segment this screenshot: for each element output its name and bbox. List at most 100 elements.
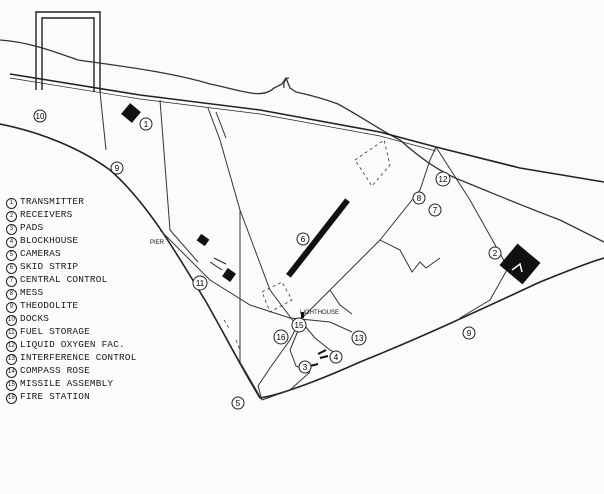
legend-label: MISSILE ASSEMBLY bbox=[20, 378, 114, 389]
pad-marks bbox=[309, 349, 329, 367]
legend-number: 9 bbox=[6, 302, 17, 313]
lighthouse-marker bbox=[301, 312, 304, 318]
legend-number: 16 bbox=[6, 393, 17, 404]
legend-label: COMPASS ROSE bbox=[20, 365, 90, 376]
legend-number: 12 bbox=[6, 341, 17, 352]
legend-label: TRANSMITTER bbox=[20, 196, 85, 207]
svg-text:9: 9 bbox=[467, 329, 472, 338]
legend-label: CENTRAL CONTROL bbox=[20, 274, 108, 285]
svg-text:3: 3 bbox=[303, 363, 308, 372]
svg-text:7: 7 bbox=[433, 206, 438, 215]
marker-2: 2 bbox=[488, 246, 502, 260]
legend-label: LIQUID OXYGEN FAC. bbox=[20, 339, 125, 350]
marker-3: 3 bbox=[298, 360, 312, 374]
marker-5: 5 bbox=[231, 396, 245, 410]
svg-text:6: 6 bbox=[301, 235, 306, 244]
svg-text:13: 13 bbox=[355, 334, 364, 343]
svg-text:4: 4 bbox=[334, 353, 339, 362]
marker-1: 1 bbox=[139, 117, 153, 131]
marker-10: 10 bbox=[33, 109, 47, 123]
transmitter-building bbox=[121, 103, 141, 123]
svg-text:11: 11 bbox=[196, 279, 205, 288]
fuel-storage-building bbox=[222, 268, 236, 282]
map-markers: 1 2 3 4 5 6 7 8 9 9 10 11 12 13 15 16 bbox=[33, 109, 502, 410]
marker-13: 13 bbox=[351, 330, 367, 346]
svg-text:8: 8 bbox=[417, 194, 422, 203]
legend-number: 10 bbox=[6, 315, 17, 326]
marker-9a: 9 bbox=[110, 161, 124, 175]
svg-text:10: 10 bbox=[36, 112, 45, 121]
dashed-outlines bbox=[223, 139, 391, 351]
legend-label: BLOCKHOUSE bbox=[20, 235, 79, 246]
svg-text:15: 15 bbox=[295, 321, 304, 330]
marker-8: 8 bbox=[412, 191, 426, 205]
marker-6: 6 bbox=[296, 232, 310, 246]
legend-number: 1 bbox=[6, 198, 17, 209]
marker-15: 15 bbox=[291, 317, 307, 333]
legend-number: 14 bbox=[6, 367, 17, 378]
svg-text:16: 16 bbox=[277, 333, 286, 342]
lighthouse-label: LIGHTHOUSE bbox=[300, 310, 339, 316]
road-loop bbox=[35, 11, 101, 92]
legend-number: 2 bbox=[6, 211, 17, 222]
legend-number: 11 bbox=[6, 328, 17, 339]
legend-label: THEODOLITE bbox=[20, 300, 79, 311]
marker-16: 16 bbox=[273, 329, 289, 345]
legend-label: FIRE STATION bbox=[20, 391, 90, 402]
southern-coastline bbox=[0, 123, 604, 399]
road-network bbox=[99, 91, 509, 401]
legend-label: DOCKS bbox=[20, 313, 50, 324]
pier-lines bbox=[209, 257, 227, 271]
legend-label: INTERFERENCE CONTROL bbox=[20, 352, 137, 363]
legend-number: 5 bbox=[6, 250, 17, 261]
legend-label: FUEL STORAGE bbox=[20, 326, 90, 337]
marker-9b: 9 bbox=[462, 326, 476, 340]
marker-4: 4 bbox=[329, 350, 343, 364]
northern-coastline bbox=[0, 39, 604, 243]
marker-12: 12 bbox=[435, 171, 451, 187]
legend-label: PADS bbox=[20, 222, 44, 233]
svg-text:2: 2 bbox=[493, 249, 498, 258]
svg-text:1: 1 bbox=[144, 120, 149, 129]
main-road-edge bbox=[9, 77, 437, 152]
marker-11: 11 bbox=[192, 275, 208, 291]
legend-label: MESS bbox=[20, 287, 44, 298]
main-road bbox=[9, 73, 604, 183]
svg-text:5: 5 bbox=[236, 399, 241, 408]
skid-strip bbox=[286, 198, 350, 278]
svg-text:9: 9 bbox=[115, 164, 120, 173]
legend-label: RECEIVERS bbox=[20, 209, 73, 220]
coastline-wiggle bbox=[283, 77, 290, 89]
marker-7: 7 bbox=[428, 203, 442, 217]
svg-text:12: 12 bbox=[439, 175, 448, 184]
pier-label: PIER bbox=[150, 240, 165, 246]
legend-label: SKID STRIP bbox=[20, 261, 79, 272]
pier-structure bbox=[196, 233, 210, 247]
legend-number: 13 bbox=[6, 354, 17, 365]
legend-number: 7 bbox=[6, 276, 17, 287]
legend-number: 15 bbox=[6, 380, 17, 391]
legend-number: 3 bbox=[6, 224, 17, 235]
legend-number: 6 bbox=[6, 263, 17, 274]
legend-number: 8 bbox=[6, 289, 17, 300]
legend-label: CAMERAS bbox=[20, 248, 61, 259]
